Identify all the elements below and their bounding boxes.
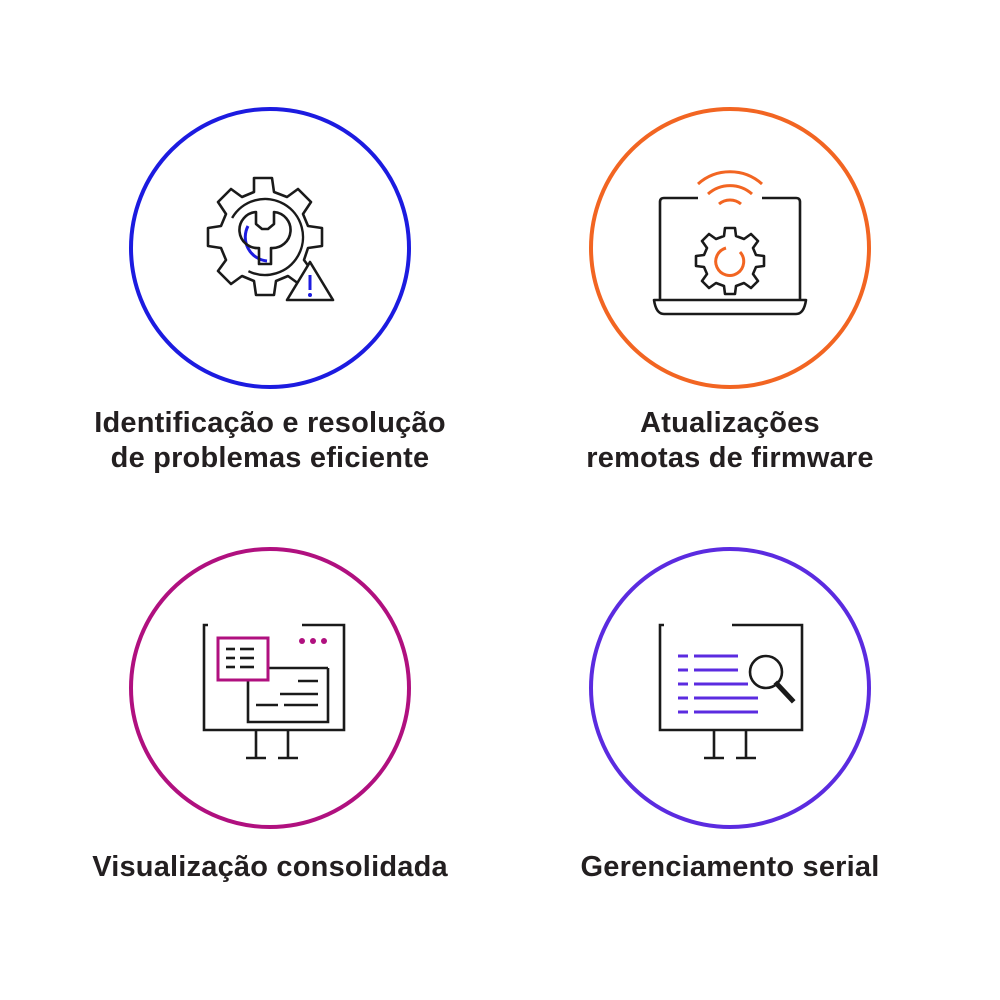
feature-consolidated-view: Visualização consolidada: [40, 540, 500, 1000]
feature-troubleshooting: Identificação e resolução de problemas e…: [40, 100, 500, 560]
monitor-search-icon: [658, 623, 804, 760]
feature-firmware: Atualizações remotas de firmware: [500, 100, 960, 560]
feature-caption: Gerenciamento serial: [580, 851, 880, 883]
gear-wrench-warning-icon: [206, 176, 335, 302]
monitor-windows-icon: [202, 623, 346, 760]
feature-caption: Visualização consolidada: [92, 851, 448, 883]
feature-caption: Identificação e resolução de problemas e…: [94, 407, 446, 474]
feature-caption: Atualizações remotas de firmware: [586, 407, 874, 474]
circle-frame: [589, 547, 871, 829]
circle-frame: [129, 107, 411, 389]
circle-frame: [589, 107, 871, 389]
laptop-wifi-gear-icon: [652, 170, 808, 316]
circle-frame: [129, 547, 411, 829]
feature-serial: Gerenciamento serial: [500, 540, 960, 1000]
